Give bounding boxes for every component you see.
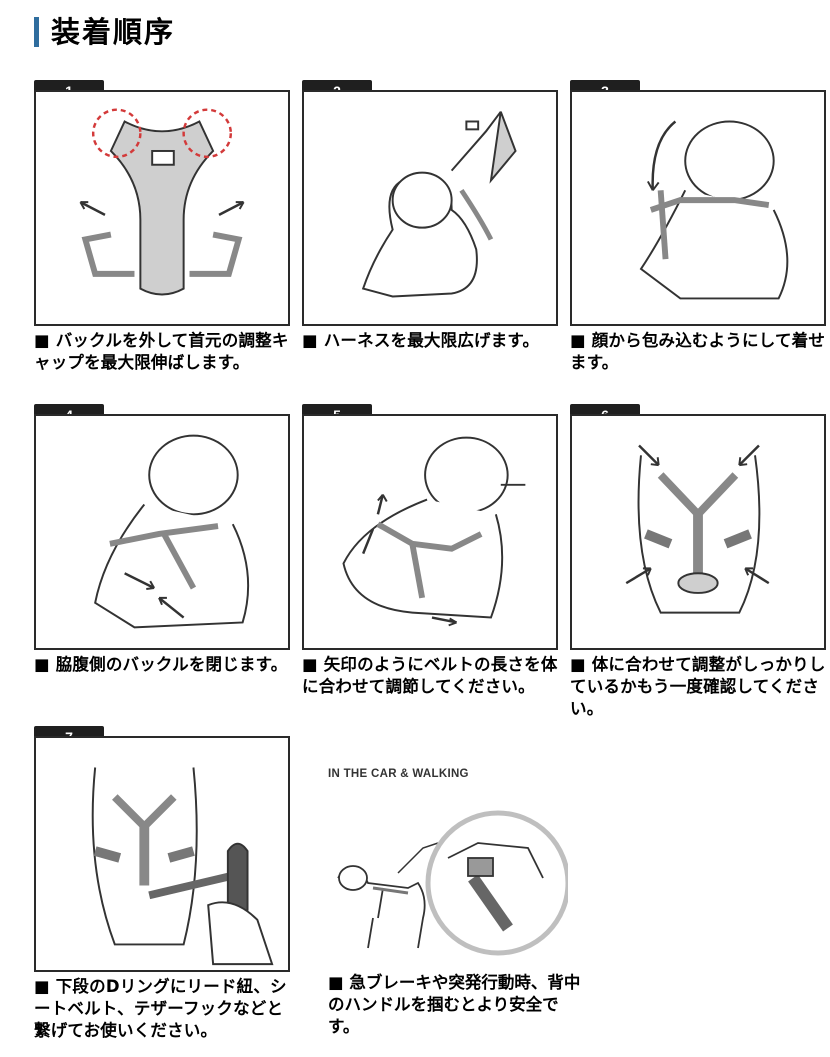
step-caption: ■ 脇腹側のバックルを閉じます。 xyxy=(34,655,288,674)
dog-harness-spread-illustration xyxy=(302,90,558,326)
put-on-head-illustration xyxy=(570,90,826,326)
step-caption: ■ バックルを外して首元の調整キャップを最大限伸ばします。 xyxy=(34,331,289,372)
check-fit-illustration xyxy=(570,414,826,650)
close-side-buckle-illustration xyxy=(34,414,290,650)
step-caption: ■ 矢印のようにベルトの長さを体に合わせて調節してください。 xyxy=(302,655,558,696)
adjust-belt-length-illustration xyxy=(302,414,558,650)
title-accent-bar xyxy=(34,17,39,47)
attach-lead-illustration xyxy=(34,736,290,972)
step-caption: ■ 顔から包み込むようにして着せます。 xyxy=(570,331,826,372)
car-walking-caption: ■ 急ブレーキや突発行動時、背中のハンドルを掴むとより安全です。 xyxy=(328,973,581,1036)
car-walking-heading: IN THE CAR & WALKING xyxy=(328,768,469,780)
step-caption: ■ ハーネスを最大限広げます。 xyxy=(302,331,540,350)
car-walking-section: IN THE CAR & WALKING xyxy=(328,760,568,975)
step-caption: ■ 体に合わせて調整がしっかりしているかもう一度確認してください。 xyxy=(570,655,826,718)
handle-grip-illustration xyxy=(337,810,568,956)
page-title: 装着順序 xyxy=(51,14,176,49)
harness-open-illustration xyxy=(34,90,290,326)
step-caption: ■ 下段のDリングにリード紐、シートベルト、テザーフックなどと繋げてお使いくださ… xyxy=(34,977,287,1040)
page-title-group: 装着順序 xyxy=(34,12,175,52)
